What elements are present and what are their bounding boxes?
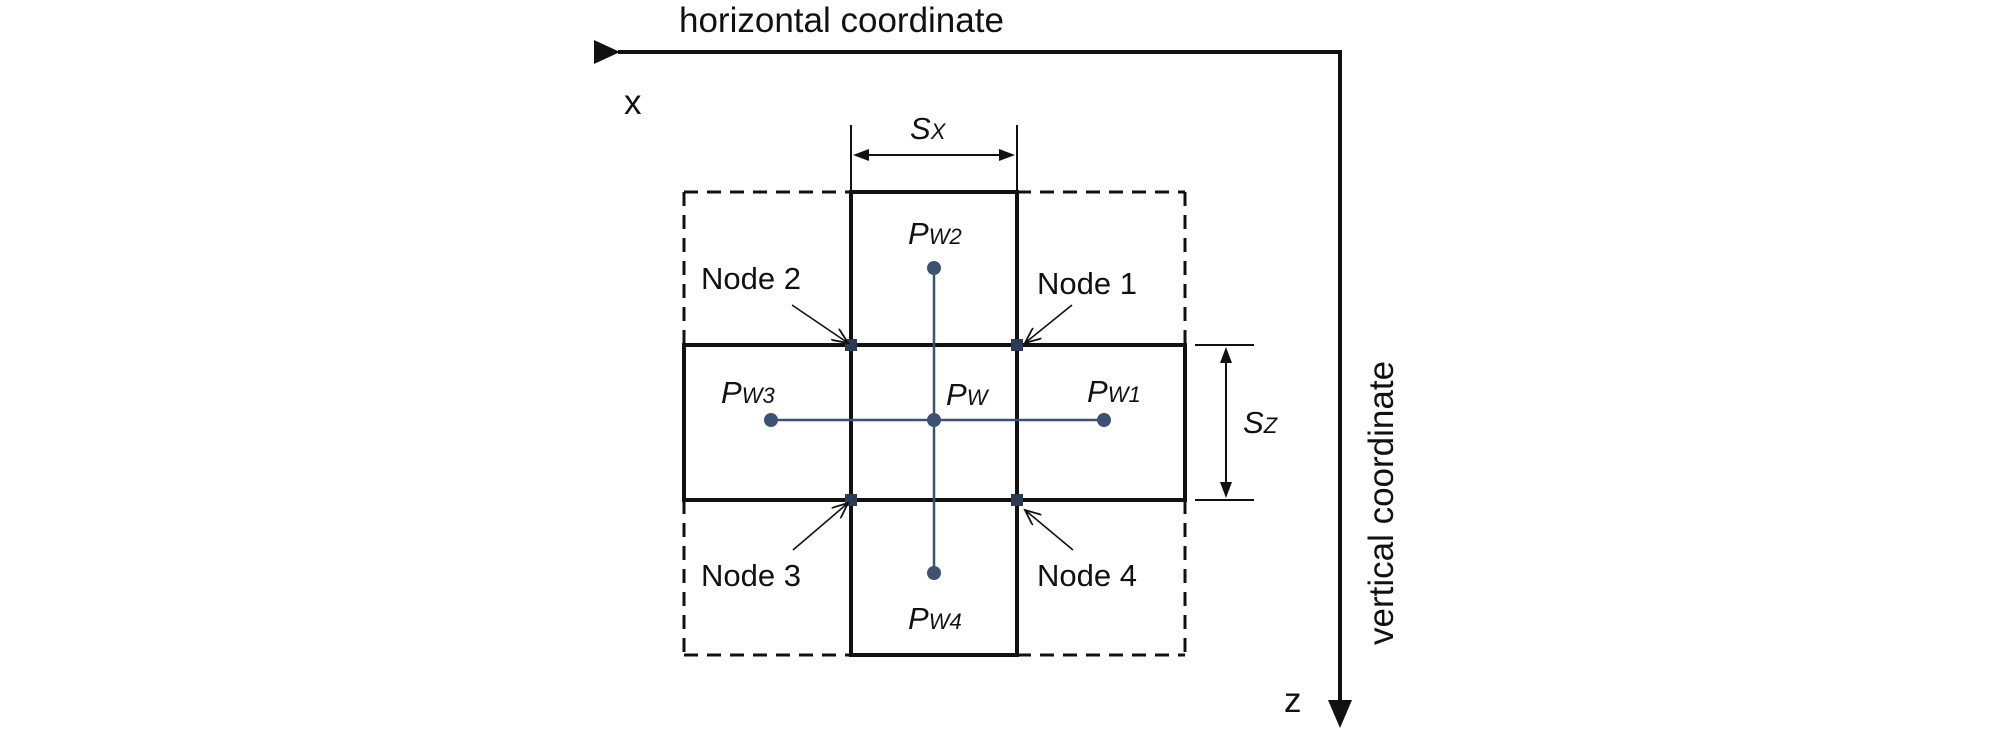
node-labels: Node 1 Node 2 Node 3 Node 4	[701, 261, 1137, 593]
dashed-boundary	[682, 190, 1187, 657]
node-2-pointer	[791, 304, 848, 343]
sx-arrowhead-right	[999, 149, 1015, 161]
x-axis-label: x	[624, 83, 642, 122]
node-1-marker	[1011, 339, 1023, 351]
label-pw1: PW1	[1087, 374, 1141, 409]
node-4-marker	[1011, 494, 1023, 506]
point-pw3	[764, 413, 778, 427]
coordinate-axes: horizontal coordinate x vertical coordin…	[594, 1, 1401, 728]
vertical-axis-title: vertical coordinate	[1362, 361, 1401, 645]
sz-arrowhead-top	[1220, 347, 1232, 363]
z-axis-label: z	[1284, 681, 1302, 720]
node-1-label: Node 1	[1037, 266, 1137, 301]
node-1-pointer	[1025, 304, 1073, 343]
pressure-points	[764, 261, 1111, 580]
horizontal-axis-arrowhead	[594, 40, 620, 64]
point-pw	[927, 413, 941, 427]
node-2-marker	[845, 339, 857, 351]
node-3-pointer	[792, 503, 848, 551]
pressure-labels: PW PW1 PW2 PW3 PW4	[721, 216, 1141, 636]
sx-label: SX	[910, 111, 947, 146]
label-pw3: PW3	[721, 375, 775, 410]
node-4-label: Node 4	[1037, 558, 1137, 593]
sx-dimension: SX	[850, 111, 1018, 192]
point-pw2	[927, 261, 941, 275]
label-pw: PW	[946, 377, 990, 412]
vertical-cell-column	[849, 190, 1019, 657]
node-pointers	[791, 304, 1074, 551]
point-pw4	[927, 566, 941, 580]
sz-dimension: SZ	[1195, 344, 1279, 501]
point-pw1	[1097, 413, 1111, 427]
sx-arrowhead-left	[853, 149, 869, 161]
node-4-pointer	[1025, 510, 1074, 551]
label-pw2: PW2	[908, 216, 962, 251]
node-3-label: Node 3	[701, 558, 801, 593]
vertical-axis-arrowhead	[1328, 700, 1352, 728]
node-2-label: Node 2	[701, 261, 801, 296]
sz-label: SZ	[1243, 405, 1279, 440]
label-pw4: PW4	[908, 601, 962, 636]
sz-arrowhead-bottom	[1220, 482, 1232, 498]
horizontal-axis-title: horizontal coordinate	[679, 1, 1004, 40]
